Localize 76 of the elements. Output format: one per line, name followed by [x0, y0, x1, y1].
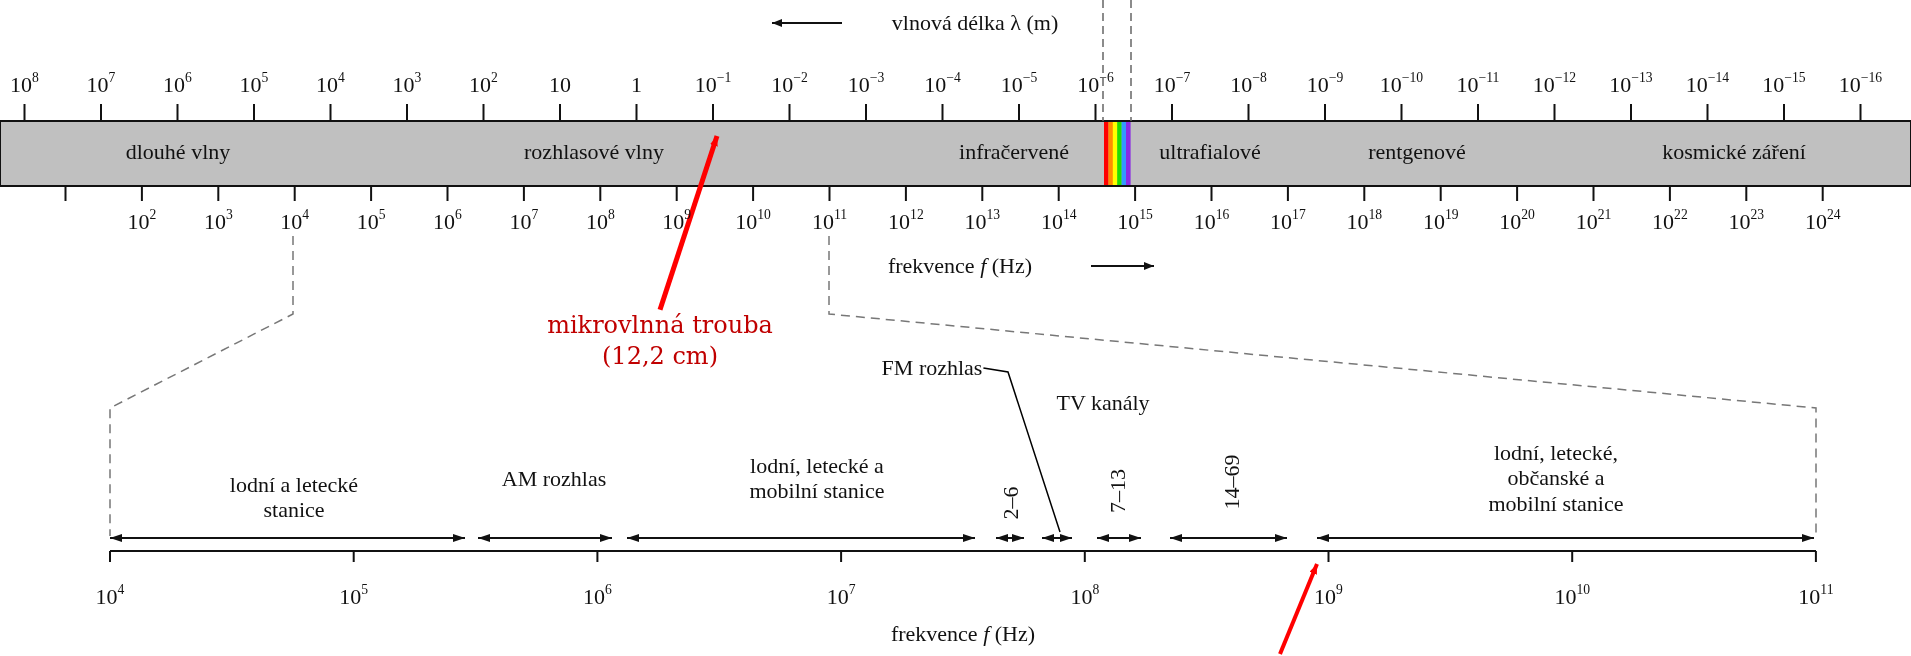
tick-label: 10$^{6}$ — [163, 72, 192, 98]
tick-label: 10$^{21}$ — [1575, 209, 1612, 235]
tick-label: 10$^{5}$ — [356, 209, 386, 235]
band-label: kosmické záření — [1662, 139, 1806, 165]
tick-label: 10$^{4}$ — [316, 72, 345, 98]
tick-label: 10$^{13}$ — [964, 209, 1001, 235]
tick-label: 10$^{−13}$ — [1609, 72, 1653, 98]
band-label: lodní, letecké a mobilní stanice — [748, 452, 886, 504]
tick-label: 10$^{11}$ — [811, 209, 848, 235]
tick-label: 10$^{−4}$ — [924, 72, 961, 98]
band-label: lodní, letecké, občanské a mobilní stanice — [1487, 440, 1625, 516]
tick-label: 10$^{9}$ — [1314, 584, 1343, 610]
band-label: rozhlasové vlny — [524, 139, 664, 165]
tick-label: 10$^{12}$ — [888, 209, 924, 235]
tick-label: 10$^{−2}$ — [771, 72, 808, 98]
tick-label: 10$^{11}$ — [1798, 584, 1834, 610]
callout-text: FM rozhlas — [881, 353, 983, 383]
tick-label: 10$^{15}$ — [1117, 209, 1153, 235]
tick-label: 10$^{−9}$ — [1306, 72, 1344, 98]
axis-title: frekvence f (Hz) — [890, 621, 1036, 647]
tick-label: 10 — [549, 72, 571, 98]
tick-label: 10$^{−1}$ — [694, 72, 732, 98]
tick-label: 10$^{3}$ — [203, 209, 233, 235]
band-label: lodní a letecké stanice — [228, 471, 360, 523]
tick-label: 10$^{19}$ — [1422, 209, 1459, 235]
tick-label: 10$^{8}$ — [10, 72, 39, 98]
channel-label: 2–6 — [998, 486, 1024, 520]
tick-label: 10$^{−5}$ — [1000, 72, 1038, 98]
tick-label: 1 — [631, 72, 642, 98]
tick-label: 10$^{3}$ — [392, 72, 422, 98]
tick-label: 10$^{24}$ — [1804, 209, 1841, 235]
tick-label: 10$^{7}$ — [826, 584, 856, 610]
tick-label: 10$^{5}$ — [339, 584, 369, 610]
tick-label: 10$^{10}$ — [735, 209, 771, 235]
tick-label: 10$^{8}$ — [585, 209, 615, 235]
tick-label: 10$^{−3}$ — [847, 72, 885, 98]
tick-label: 10$^{23}$ — [1728, 209, 1765, 235]
callout-text: mikrovlnná trouba (12,2 cm) — [525, 309, 795, 373]
band-label: infračervené — [959, 139, 1069, 165]
tick-label: 10$^{17}$ — [1270, 209, 1306, 235]
tick-label: 10$^{16}$ — [1193, 209, 1230, 235]
tick-label: 10$^{6}$ — [583, 584, 612, 610]
tick-label: 10$^{2}$ — [469, 72, 498, 98]
tick-label: 10$^{5}$ — [239, 72, 269, 98]
tick-label: 10$^{20}$ — [1499, 209, 1535, 235]
tick-label: 10$^{6}$ — [433, 209, 462, 235]
tick-label: 10$^{22}$ — [1652, 209, 1688, 235]
band-label: AM rozhlas — [501, 466, 607, 492]
channel-label: 14–69 — [1219, 454, 1245, 510]
tick-label: 10$^{−16}$ — [1838, 72, 1883, 98]
band-label: TV kanály — [1056, 390, 1150, 416]
tick-label: 10$^{−7}$ — [1153, 72, 1191, 98]
tick-label: 10$^{−12}$ — [1532, 72, 1577, 98]
tick-label: 10$^{10}$ — [1554, 584, 1590, 610]
band-label: ultrafialové — [1159, 139, 1261, 165]
tick-label: 10$^{−8}$ — [1230, 72, 1267, 98]
tick-label: 10$^{4}$ — [280, 209, 310, 235]
band-label: rentgenové — [1368, 139, 1466, 165]
axis-title: vlnová délka λ (m) — [891, 10, 1059, 36]
tick-label: 10$^{−15}$ — [1762, 72, 1806, 98]
axis-title: frekvence f (Hz) — [887, 253, 1033, 279]
tick-label: 10$^{2}$ — [127, 209, 157, 235]
tick-label: 10$^{7}$ — [509, 209, 539, 235]
tick-label: 10$^{−11}$ — [1456, 72, 1500, 98]
tick-label: 10$^{7}$ — [86, 72, 116, 98]
tick-label: 10$^{18}$ — [1346, 209, 1383, 235]
leader-line — [982, 367, 1061, 533]
tick-label: 10$^{4}$ — [95, 584, 125, 610]
tick-label: 10$^{8}$ — [1070, 584, 1100, 610]
tick-label: 10$^{14}$ — [1040, 209, 1077, 235]
band-label: dlouhé vlny — [125, 139, 231, 165]
tick-label: 10$^{−6}$ — [1077, 72, 1114, 98]
channel-label: 7–13 — [1105, 469, 1131, 513]
arrow — [657, 135, 720, 311]
tick-label: 10$^{−10}$ — [1379, 72, 1424, 98]
tick-label: 10$^{−14}$ — [1685, 72, 1730, 98]
